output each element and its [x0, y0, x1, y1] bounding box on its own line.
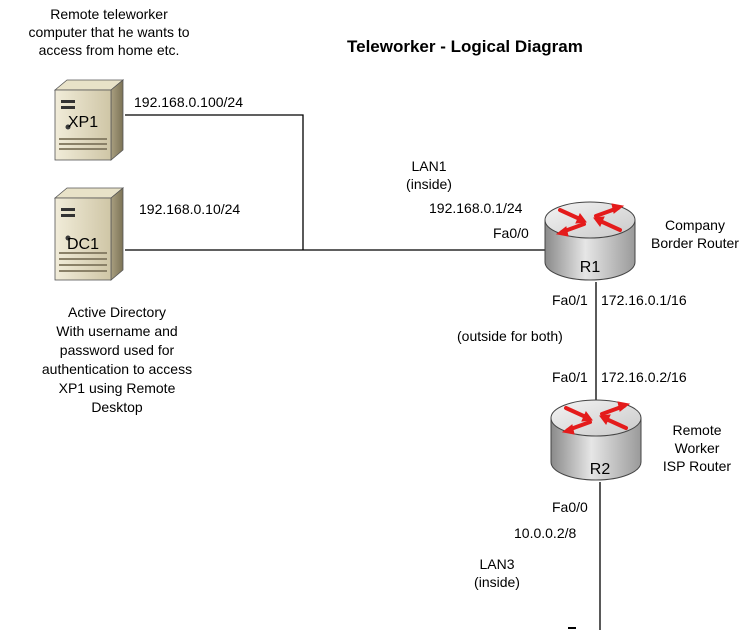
r1-fa01-label: Fa0/1 — [552, 292, 588, 308]
r2-router-icon — [550, 399, 642, 481]
r1-fa00-ip: 192.168.0.1/24 — [429, 200, 523, 216]
connection-lines — [125, 114, 601, 630]
lan3-label: LAN3 — [479, 556, 515, 572]
dc1-label: DC1 — [67, 236, 99, 253]
r1-name-line-1: Company — [665, 217, 725, 233]
r1-fa00-label: Fa0/0 — [493, 225, 529, 241]
xp1-ip-label: 192.168.0.100/24 — [134, 94, 243, 110]
xp1-label: XP1 — [68, 114, 98, 131]
r1-fa01-ip: 172.16.0.1/16 — [601, 292, 687, 308]
r2-fa01-label: Fa0/1 — [552, 369, 588, 385]
r2-name-line-1: Remote — [672, 422, 722, 438]
xp1-note-line-3: access from home etc. — [38, 42, 180, 58]
r2-fa00-label: Fa0/0 — [552, 499, 588, 515]
lan3-inside-label: (inside) — [474, 574, 520, 590]
dc1-note-line-5: XP1 using Remote — [58, 380, 176, 396]
diagram-title: Teleworker - Logical Diagram — [347, 37, 583, 56]
wan-outside-label: (outside for both) — [457, 328, 563, 344]
dc1-note-line-3: password used for — [59, 342, 175, 358]
r2-name-line-3: ISP Router — [662, 458, 732, 474]
r1-name-line-2: Border Router — [651, 235, 739, 251]
dc1-note-line-1: Active Directory — [67, 304, 167, 320]
dc1-note-line-2: With username and — [56, 323, 178, 339]
r1-router-icon — [544, 201, 636, 281]
dc1-server-icon — [53, 187, 125, 281]
r2-label: R2 — [590, 461, 611, 478]
lan1-label: LAN1 — [411, 158, 447, 174]
xp1-note-line-2: computer that he wants to — [28, 24, 190, 40]
r2-name-line-2: Worker — [674, 440, 720, 456]
lan1-inside-label: (inside) — [406, 176, 452, 192]
dc1-ip-label: 192.168.0.10/24 — [139, 201, 241, 217]
lan3-device-stub — [568, 627, 576, 629]
r1-label: R1 — [580, 259, 601, 276]
xp1-note-line-1: Remote teleworker — [50, 6, 168, 22]
link-xp1-switch — [125, 114, 304, 250]
r2-fa01-ip: 172.16.0.2/16 — [601, 369, 687, 385]
xp1-server-icon — [53, 79, 125, 161]
dc1-note-line-6: Desktop — [91, 399, 143, 415]
r2-fa00-ip: 10.0.0.2/8 — [514, 525, 577, 541]
dc1-note-line-4: authentication to access — [41, 361, 193, 377]
